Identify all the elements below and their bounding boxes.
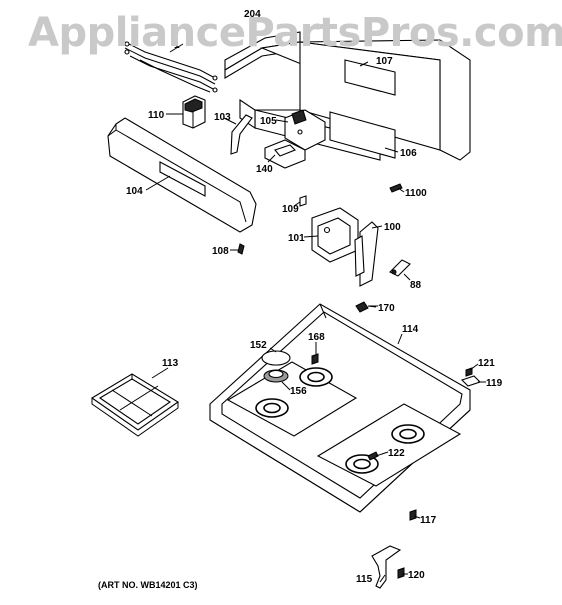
art-number: (ART NO. WB14201 C3)	[98, 580, 198, 590]
watermark: AppliancePartsPros.com	[28, 10, 562, 56]
callout-1: 1	[174, 40, 180, 51]
callout-204: 204	[244, 9, 261, 20]
callout-110: 110	[148, 110, 165, 121]
callout-101: 101	[288, 233, 305, 244]
callout-152: 152	[250, 340, 267, 351]
callout-170: 170	[378, 303, 395, 314]
cooktop	[209, 303, 471, 513]
callout-104: 104	[126, 186, 143, 197]
callout-labels: 204 1 107 110 103 105 106 140 104 109 11…	[126, 9, 503, 585]
wire-clip	[230, 114, 253, 155]
burner-cap	[261, 350, 319, 383]
callout-105: 105	[260, 116, 277, 127]
callout-113: 113	[162, 358, 179, 369]
spark-module	[264, 109, 326, 169]
callout-1100: 1100	[405, 188, 427, 199]
wire-harness	[124, 41, 218, 93]
callout-100: 100	[384, 222, 401, 233]
callout-140: 140	[256, 164, 273, 175]
control-panel	[107, 117, 257, 233]
callout-119: 119	[486, 378, 503, 389]
callout-108: 108	[212, 246, 229, 257]
leader-lines	[145, 20, 486, 583]
callout-115: 115	[356, 574, 373, 585]
callout-88: 88	[410, 280, 422, 291]
callout-107: 107	[376, 56, 393, 67]
screw-170	[355, 301, 378, 313]
callout-121: 121	[478, 358, 495, 369]
spacer	[389, 259, 411, 277]
callout-120: 120	[408, 570, 425, 581]
callout-103: 103	[214, 112, 231, 123]
callout-122: 122	[388, 448, 405, 459]
callout-114: 114	[402, 324, 419, 335]
callout-168: 168	[308, 332, 325, 343]
leveler-bracket	[371, 545, 402, 589]
hardware	[367, 367, 482, 579]
ignition-module	[182, 95, 206, 129]
callout-109: 109	[282, 204, 299, 215]
valve-bracket	[311, 207, 379, 287]
burner-grate	[90, 373, 180, 437]
screws	[237, 183, 403, 255]
callout-156: 156	[290, 386, 307, 397]
callout-106: 106	[400, 148, 417, 159]
callout-117: 117	[420, 515, 437, 526]
